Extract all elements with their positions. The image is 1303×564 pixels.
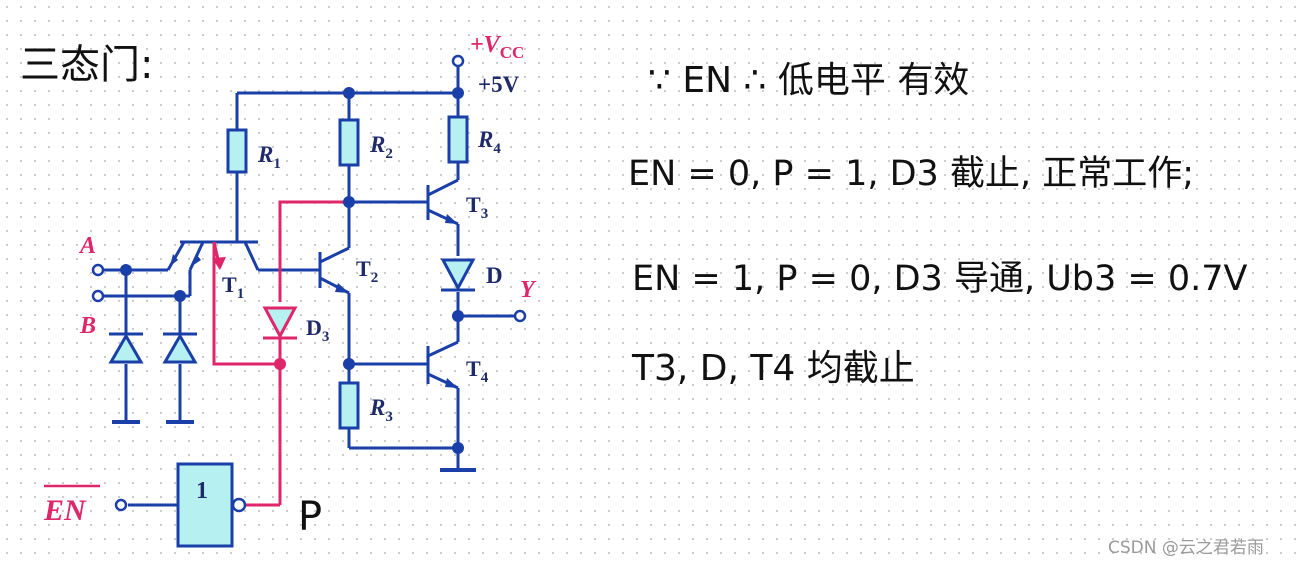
supply-value: +5V (478, 72, 520, 97)
emitter-arrows (170, 214, 458, 388)
diode-d-label: D (486, 263, 503, 288)
r2-label: R (369, 132, 385, 157)
diode-input-a (108, 332, 144, 364)
enable-path (212, 200, 349, 507)
resistor-r2 (338, 118, 360, 167)
svg-text:T2: T2 (356, 256, 378, 286)
r1-label: R (257, 142, 273, 167)
resistor-r4 (447, 115, 469, 164)
red-junction (274, 358, 286, 370)
svg-text:T3: T3 (466, 192, 488, 222)
note-line-4: T3, D, T4 均截止 (631, 348, 915, 389)
svg-text:R3: R3 (369, 395, 393, 425)
input-a-label: A (78, 233, 96, 259)
t1-label: T (222, 272, 237, 297)
component-labels: +VCC +5V R1 R2 R3 R4 T1 T2 T3 T4 D D3 A … (43, 32, 537, 527)
watermark: CSDN @云之君若雨 (1108, 538, 1264, 558)
note-line-3: EN = 1, P = 0, D3 导通, Ub3 = 0.7V (632, 259, 1248, 299)
d3-label: D (306, 315, 322, 340)
red-emitter-arrow (212, 257, 226, 270)
terminals (91, 54, 527, 512)
supply-sub: CC (500, 43, 525, 62)
enable-label: EN (43, 494, 87, 527)
junction-dots (120, 87, 464, 454)
t3-label: T (466, 192, 481, 217)
t4-label: T (466, 356, 481, 381)
not-gate: 1 (176, 462, 247, 548)
svg-text:D3: D3 (306, 315, 329, 345)
resistor-r1 (226, 128, 248, 174)
svg-text:R2: R2 (369, 132, 393, 162)
t3-sub: 3 (481, 206, 489, 222)
svg-text:R1: R1 (257, 142, 281, 172)
r4-label: R (477, 127, 493, 152)
svg-text:R4: R4 (477, 127, 501, 157)
t2-sub: 2 (371, 270, 379, 286)
note-line-2: EN = 0, P = 1, D3 截止, 正常工作; (628, 154, 1194, 194)
resistor-r3 (338, 381, 360, 430)
input-b-label: B (79, 313, 96, 339)
title-note: 三态门: (20, 42, 153, 88)
diode-d (440, 258, 476, 292)
resistors (226, 115, 469, 430)
svg-text:T1: T1 (222, 272, 244, 302)
svg-text:+VCC: +VCC (470, 32, 524, 62)
t4-sub: 4 (481, 370, 489, 386)
supply-label: +V (470, 32, 502, 58)
note-line-1: ∵ EN ∴ 低电平 有效 (648, 60, 969, 101)
t1-sub: 1 (237, 286, 245, 302)
r1-sub: 1 (273, 156, 281, 172)
r3-label: R (369, 395, 385, 420)
d3-sub: 3 (322, 329, 330, 345)
r2-sub: 2 (385, 146, 393, 162)
gate-label: 1 (196, 478, 208, 504)
t2-label: T (356, 256, 371, 281)
r3-sub: 3 (385, 409, 393, 425)
node-p-label: P (298, 494, 322, 540)
diode-d3 (262, 306, 298, 340)
r4-sub: 4 (493, 141, 501, 157)
handwritten-notes: ∵ EN ∴ 低电平 有效 EN = 0, P = 1, D3 截止, 正常工作… (628, 60, 1248, 389)
svg-text:T4: T4 (466, 356, 489, 386)
diodes (108, 258, 476, 364)
output-y-label: Y (520, 277, 537, 303)
diode-input-b (162, 332, 198, 364)
